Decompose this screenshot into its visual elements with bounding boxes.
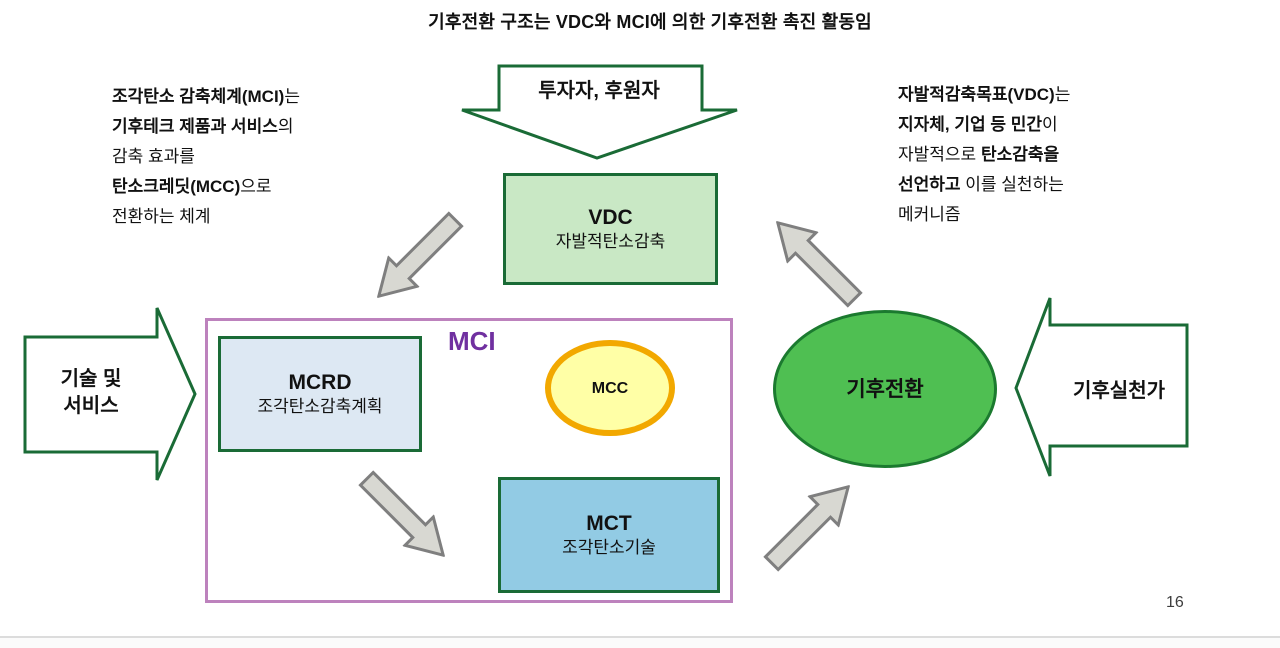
mct-subtitle: 조각탄소기술 <box>562 538 656 557</box>
mcrd-title: MCRD <box>288 371 352 394</box>
footer-divider <box>0 636 1280 638</box>
tech-services-arrow-label: 기술 및 서비스 <box>25 366 157 420</box>
gray-arrow-up-left-icon <box>761 206 871 316</box>
vdc-subtitle: 자발적탄소감축 <box>555 232 666 251</box>
tech-services-line1: 기술 및 <box>60 368 122 390</box>
mcc-ellipse: MCC <box>545 340 675 436</box>
mcrd-box: MCRD 조각탄소감축계획 <box>218 336 422 452</box>
practitioner-arrow-label: 기후실천가 <box>1073 380 1165 402</box>
investors-arrow-label: 투자자, 후원자 <box>538 80 660 102</box>
page-number: 16 <box>1166 594 1184 611</box>
mcrd-subtitle: 조각탄소감축계획 <box>257 397 383 416</box>
down-arrow-icon <box>461 64 738 160</box>
gray-arrow-down-left-icon <box>362 203 472 313</box>
vdc-title: VDC <box>588 206 633 229</box>
right-arrow-icon <box>23 307 197 481</box>
tech-services-line2: 서비스 <box>63 395 119 417</box>
diagram-title: 기후전환 구조는 VDC와 MCI에 의한 기후전환 촉진 활동임 <box>428 12 872 32</box>
gray-arrow-up-right-icon <box>755 470 865 580</box>
mci-label: MCI <box>448 326 496 356</box>
climate-transition-ellipse: 기후전환 <box>773 310 997 468</box>
gray-arrow-down-right-icon <box>350 462 460 572</box>
vdc-box: VDC 자발적탄소감축 <box>503 173 718 285</box>
left-arrow-icon <box>1014 297 1189 477</box>
mct-title: MCT <box>586 512 632 535</box>
climate-transition-label: 기후전환 <box>846 377 924 401</box>
footer-strip <box>0 638 1280 648</box>
mct-box: MCT 조각탄소기술 <box>498 477 720 593</box>
mcc-label: MCC <box>591 379 629 397</box>
